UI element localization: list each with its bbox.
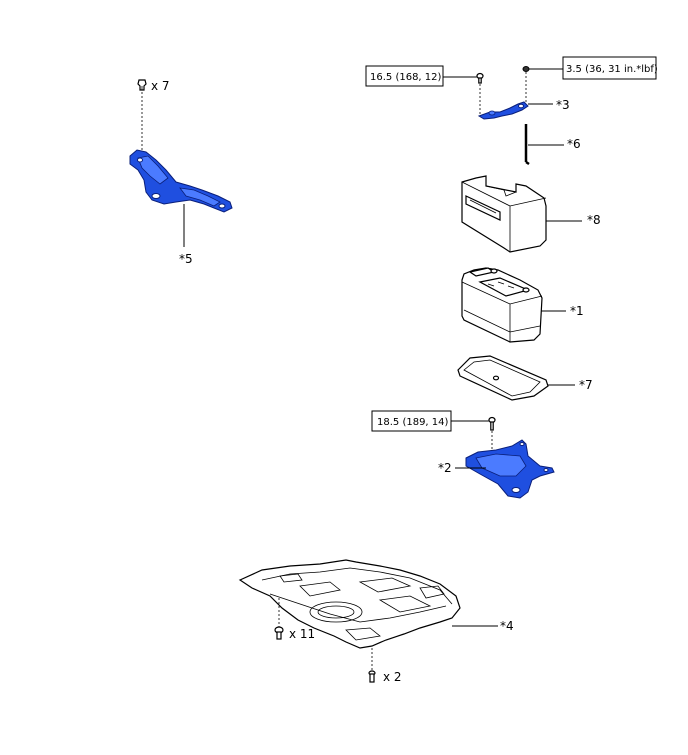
part-4-engine-under-cover: [238, 559, 498, 649]
part-8-battery-cover: [461, 175, 582, 253]
torque-value-3: 18.5 (189, 14): [377, 417, 449, 428]
torque-box-1: 16.5 (168, 12): [365, 65, 478, 87]
callout-4: *4: [500, 619, 514, 633]
callout-6: *6: [567, 137, 581, 151]
torque-value-2: 3.5 (36, 31 in.*lbf): [566, 64, 658, 75]
under-cover-bolt-left: [274, 598, 284, 640]
part-7-battery-tray: [457, 355, 575, 401]
clip-quantity: x 7: [151, 79, 170, 93]
bolt-icon: [476, 72, 484, 84]
callout-7: *7: [579, 378, 593, 392]
callout-8: *8: [587, 213, 601, 227]
part-5-bracket: [129, 79, 233, 247]
bolt-quantity-11: x 11: [289, 627, 315, 641]
callout-5: *5: [179, 252, 193, 266]
bolt-quantity-2: x 2: [383, 670, 402, 684]
callout-3: *3: [556, 98, 570, 112]
callout-1: *1: [570, 304, 584, 318]
torque-box-2: 3.5 (36, 31 in.*lbf): [528, 56, 658, 80]
part-3-battery-clamp: [476, 66, 553, 120]
callout-2: *2: [438, 461, 452, 475]
bolt-icon: [274, 626, 284, 640]
nut-icon: [522, 66, 530, 72]
part-2-battery-carrier: [455, 416, 555, 499]
under-cover-bolt-bottom: [368, 648, 376, 683]
bolt-icon: [488, 416, 496, 431]
bolt-icon: [368, 670, 376, 683]
torque-value-1: 16.5 (168, 12): [370, 72, 442, 83]
part-6-rod: [524, 124, 564, 166]
torque-box-3: 18.5 (189, 14): [371, 410, 490, 432]
clip-fastener-icon: [137, 79, 147, 91]
part-1-battery: [461, 267, 566, 343]
